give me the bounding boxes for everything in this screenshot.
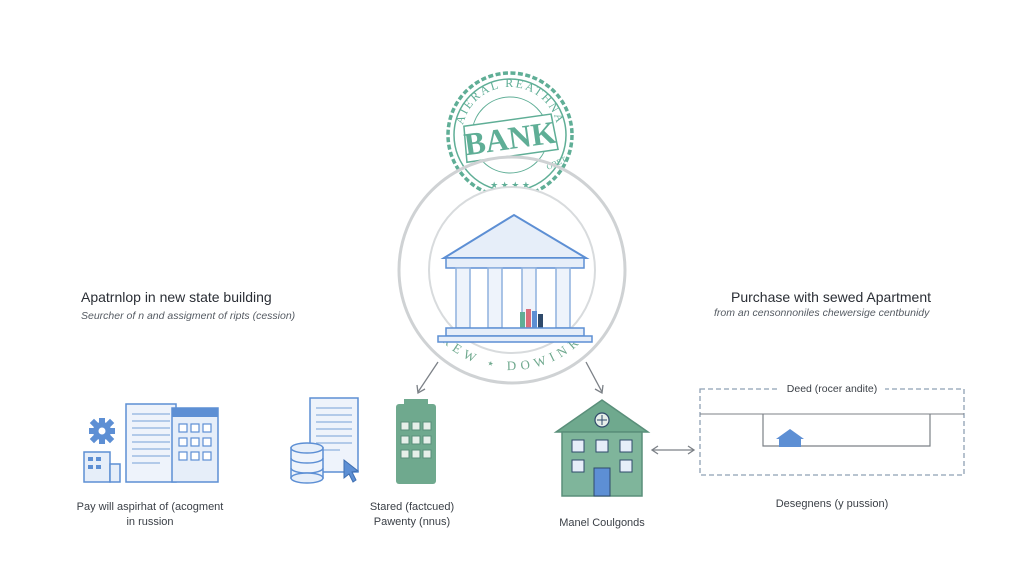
left-caption-line2: in russion <box>126 516 174 528</box>
deed-box-label: Deed (rocer andite) <box>786 383 878 395</box>
office-building-icon <box>171 407 219 483</box>
double-arrow <box>650 445 696 455</box>
left-caption: Pay will aspirhat of (acogment in russio… <box>60 500 240 530</box>
cursor-icon <box>343 458 360 483</box>
left-caption-line1: Pay will aspirhat of (acogment <box>76 501 224 513</box>
house-caption: Manel Coulgonds <box>559 517 645 529</box>
house-icon <box>553 399 651 497</box>
bank-building-icon <box>437 213 593 343</box>
deed-dashed-box <box>699 381 965 476</box>
left-subtext: Seurcher of n and assigment of ripts (ce… <box>81 310 296 322</box>
document-icon <box>125 403 177 483</box>
middle-caption-line2: Pawenty (nnus) <box>373 516 451 528</box>
middle-caption: Stared (factcued) Pawenty (nnus) <box>352 500 472 530</box>
deed-caption: Desegnens (y pussion) <box>775 498 889 510</box>
bank-seal-stamp: AIERAL REATHNA BANK ★ ★ ★ ★ OBET <box>446 71 574 199</box>
database-icon <box>290 442 324 484</box>
small-office-icon <box>83 451 121 483</box>
central-bank-ring: REW ⋆ DOWINR <box>397 155 627 385</box>
left-heading: Apatrnlop in new state building <box>81 289 272 305</box>
gear-icon <box>89 418 115 444</box>
middle-caption-line1: Stared (factcued) <box>369 501 455 513</box>
connector-arrows <box>416 361 604 395</box>
apartment-block-icon <box>396 399 436 484</box>
seal-stars: ★ ★ ★ ★ <box>490 180 530 190</box>
right-subtext: from an censonnoniles chewersige centbun… <box>714 307 930 319</box>
right-heading: Purchase with sewed Apartment <box>731 289 931 305</box>
